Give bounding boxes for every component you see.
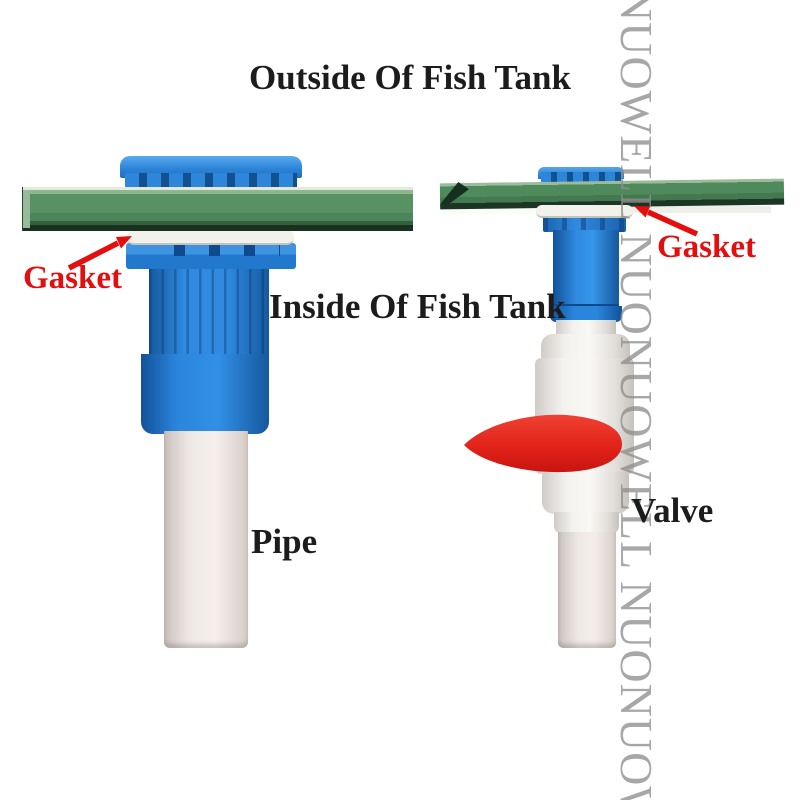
gasket-right-label: Gasket	[657, 229, 756, 265]
right-fitting-body	[553, 230, 619, 306]
left-bulkhead-top-nut-teeth	[125, 173, 297, 191]
left-fitting-ribbed-body	[149, 268, 269, 354]
right-glass-highlight	[441, 205, 547, 214]
right-gasket	[536, 205, 633, 218]
right-fitting-body-lower	[550, 306, 622, 322]
gasket-arrow-left-icon	[67, 236, 132, 271]
valve-lower-flange	[542, 472, 629, 514]
pipe-label: Pipe	[251, 522, 318, 561]
left-glass-panel-edge	[23, 190, 30, 228]
inside-of-fish-tank-label: Inside Of Fish Tank	[269, 287, 566, 326]
left-pipe	[164, 431, 248, 648]
gasket-arrow-right-icon	[634, 206, 699, 237]
watermark-text: NUOWELL NUONUOWELL NUONUOWELL NUONU	[611, 0, 662, 800]
valve-top-connector	[556, 320, 616, 336]
valve-label: Valve	[631, 491, 714, 530]
left-bulkhead-top-nut	[120, 156, 302, 178]
valve-bottom-connector	[554, 512, 619, 534]
left-gasket	[127, 230, 294, 245]
left-glass-panel	[22, 187, 413, 231]
right-fitting-neck	[543, 216, 626, 232]
valve-handle	[464, 414, 622, 473]
right-pipe	[558, 532, 616, 648]
left-fitting-collar	[141, 354, 269, 434]
valve-upper-flange	[541, 334, 630, 360]
left-lock-ring-slots	[150, 243, 280, 256]
outside-of-fish-tank-label: Outside Of Fish Tank	[249, 58, 571, 97]
